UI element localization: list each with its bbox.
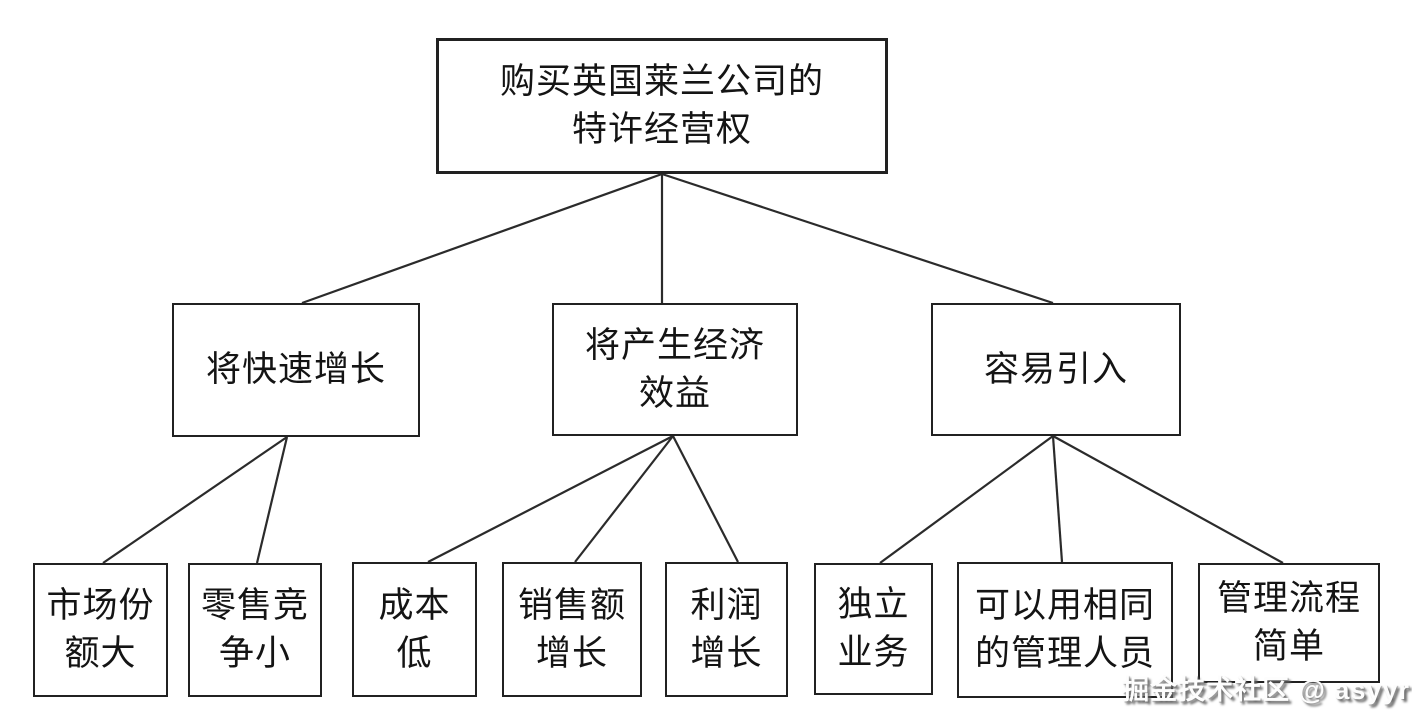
watermark-juejin-community: 掘金技术社区 @ asyyr [1122,675,1410,705]
node-profit-growth: 利润 增长 [665,562,788,697]
connector-line [427,435,674,563]
node-sales-growth: 销售额 增长 [502,562,642,697]
node-low-cost: 成本 低 [352,562,477,697]
node-large-market-share: 市场份 额大 [33,563,168,697]
node-economic-benefit: 将产生经济 效益 [552,303,798,436]
connector-line [879,435,1054,564]
connector-line [672,435,739,563]
node-low-retail-competition: 零售竞 争小 [188,563,322,697]
connector-line [1051,435,1064,563]
connector-line [661,172,1054,305]
connector-line [301,172,663,305]
node-independent-business: 独立 业务 [814,563,933,695]
connector-line [102,436,288,564]
node-same-management-staff: 可以用相同 的管理人员 [957,562,1173,698]
node-easy-introduction: 容易引入 [931,303,1181,436]
node-root-franchise-purchase: 购买英国莱兰公司的 特许经营权 [436,38,888,174]
connector-line [574,435,674,563]
connector-line [1052,435,1284,564]
node-simple-management-process: 管理流程 简单 [1198,563,1380,683]
connector-line [255,436,289,564]
node-rapid-growth: 将快速增长 [172,303,420,437]
